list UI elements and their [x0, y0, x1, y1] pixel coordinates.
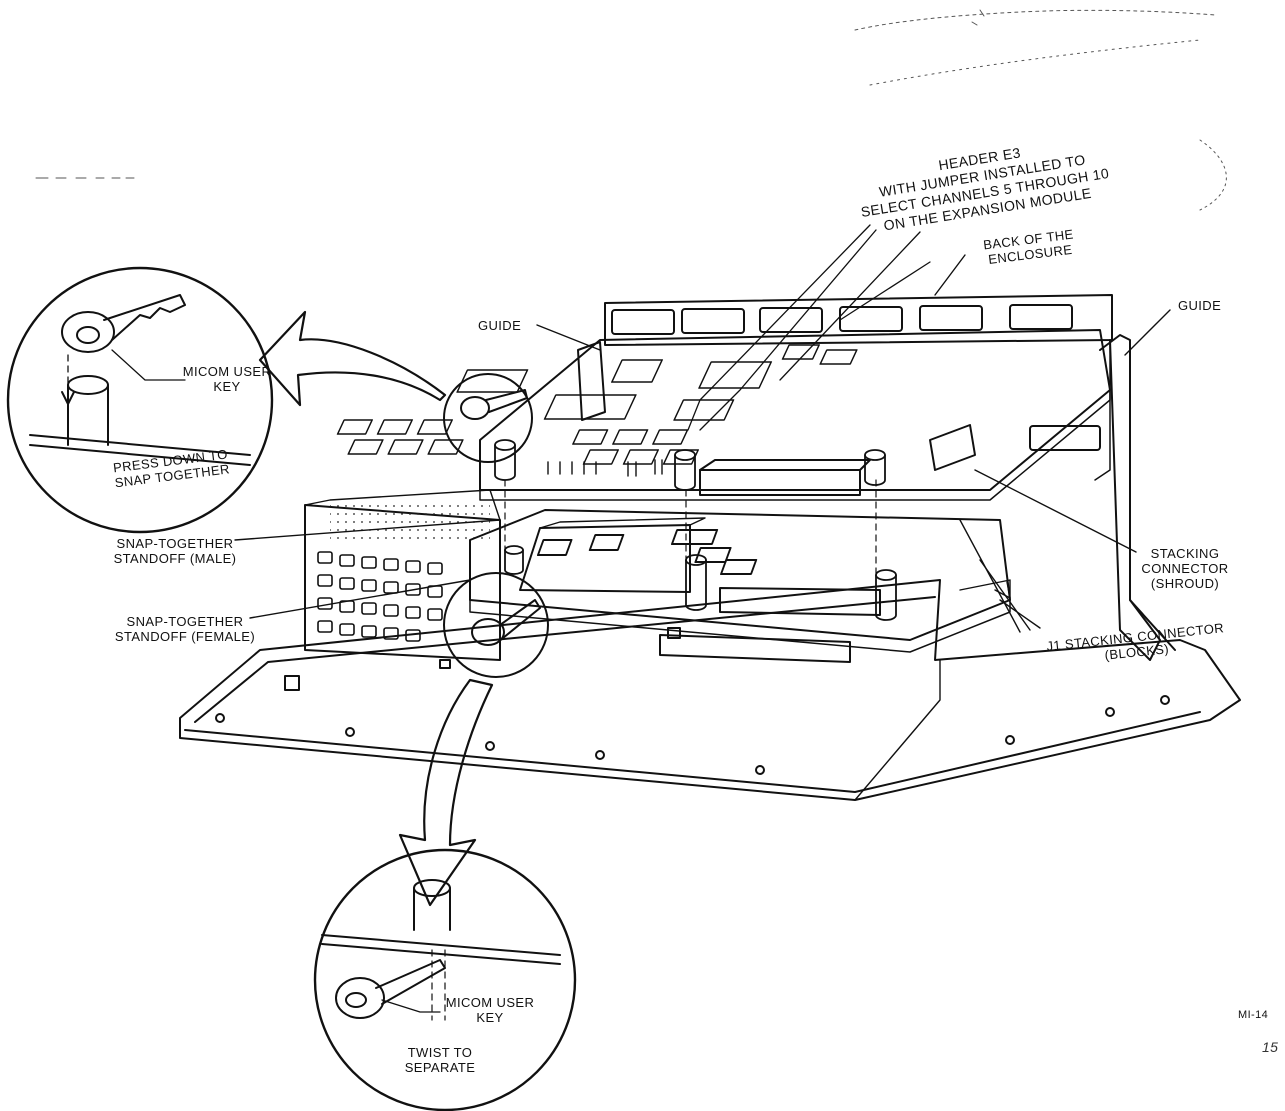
standoff-male-line1: SNAP-TOGETHER — [116, 536, 234, 551]
standoff-male-label: SNAP-TOGETHER STANDOFF (MALE) — [110, 536, 240, 566]
micom-key-top-line2: KEY — [213, 379, 241, 394]
stacking-shroud-line3: (SHROUD) — [1150, 576, 1220, 591]
enclosure-base — [179, 579, 1241, 801]
micom-key-top-line1: MICOM USER — [182, 364, 272, 379]
standoff-pins — [494, 439, 897, 621]
press-down-detail-circle — [6, 266, 274, 534]
micom-key-top-label: MICOM USER KEY — [182, 364, 272, 394]
standoff-female-line2: STANDOFF (FEMALE) — [114, 629, 256, 644]
figure-id-label: MI-14 — [1238, 1009, 1269, 1021]
stacking-shroud-line2: CONNECTOR — [1141, 561, 1229, 576]
standoff-female-line1: SNAP-TOGETHER — [126, 614, 244, 629]
header-e3-leaders — [687, 224, 931, 431]
key-callout-circle-bottom — [443, 572, 549, 678]
twist-label: TWIST TO SEPARATE — [390, 1045, 490, 1075]
key-callout-circle-top — [443, 373, 533, 463]
standoff-male-line2: STANDOFF (MALE) — [113, 551, 237, 566]
right-guide — [1099, 334, 1176, 661]
micom-key-bottom-line1: MICOM USER — [445, 995, 535, 1010]
twist-arrow — [398, 678, 494, 907]
micom-key-bottom-line2: KEY — [476, 1010, 504, 1025]
twist-detail-circle — [313, 848, 577, 1111]
twist-line2: SEPARATE — [404, 1060, 476, 1075]
guide-right-label: GUIDE — [1178, 298, 1222, 313]
guide-left-label: GUIDE — [478, 318, 522, 333]
standoff-female-label: SNAP-TOGETHER STANDOFF (FEMALE) — [110, 614, 260, 644]
stacking-connector-shroud-label: STACKING CONNECTOR (SHROUD) — [1135, 546, 1235, 591]
main-module-board — [469, 509, 1011, 663]
press-down-arrow — [258, 310, 447, 407]
callout-leaders — [234, 254, 1171, 633]
stacking-shroud-line1: STACKING — [1150, 546, 1220, 561]
micom-key-bottom-label: MICOM USER KEY — [440, 995, 540, 1025]
twist-line1: TWIST TO — [407, 1045, 473, 1060]
pencil-scribbles — [35, 9, 1227, 211]
expansion-module-board — [336, 329, 1111, 501]
left-guide — [577, 341, 606, 421]
page-mark-label: 15 — [1262, 1039, 1279, 1055]
